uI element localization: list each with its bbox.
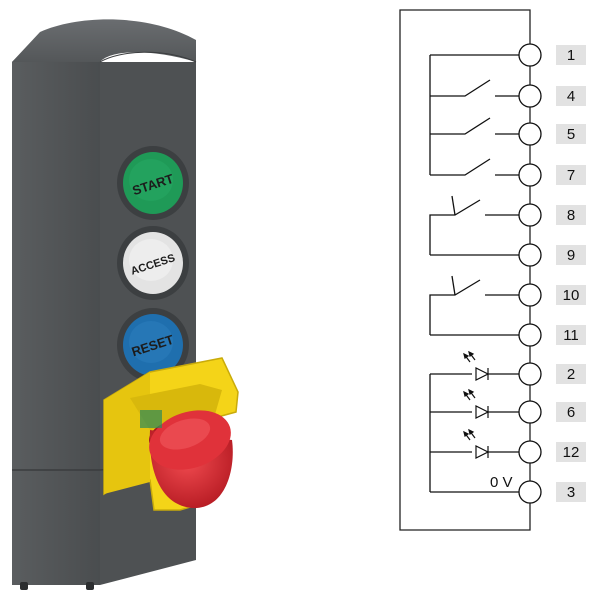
terminal-number: 9 <box>567 247 575 264</box>
led-access-icon <box>463 388 490 419</box>
zero-volt-label: 0 V <box>490 474 513 491</box>
terminal-circle <box>518 163 542 187</box>
terminal-circle <box>518 480 542 504</box>
access-button[interactable]: ACCESS <box>117 226 189 300</box>
terminal-8: 8 <box>518 203 586 227</box>
terminal-label-box <box>556 205 586 225</box>
terminal-4: 4 <box>518 84 586 108</box>
terminal-number: 12 <box>563 444 580 461</box>
foot <box>20 582 28 590</box>
reset-button[interactable]: RESET <box>117 308 189 382</box>
start-button[interactable]: START <box>117 146 189 220</box>
terminal-11: 11 <box>518 323 586 347</box>
terminal-6: 6 <box>518 400 586 424</box>
terminal-3: 3 <box>518 480 586 504</box>
terminal-10: 10 <box>518 283 586 307</box>
wiring-diagram <box>399 9 531 531</box>
housing-front <box>12 62 100 585</box>
terminal-1: 1 <box>518 43 586 67</box>
terminal-number: 2 <box>567 366 575 383</box>
terminal-circle <box>518 84 542 108</box>
foot <box>86 582 94 590</box>
led-start-icon <box>463 350 490 381</box>
terminal-circle <box>518 122 542 146</box>
terminal-label-box <box>556 364 586 384</box>
terminal-9: 9 <box>518 243 586 267</box>
led-reset-icon <box>463 428 490 459</box>
terminal-circle <box>518 203 542 227</box>
terminal-label-box <box>556 245 586 265</box>
terminal-number: 11 <box>563 327 579 344</box>
terminal-number: 5 <box>567 126 575 143</box>
terminal-circle <box>518 43 542 67</box>
terminal-circle <box>518 323 542 347</box>
terminal-number: 8 <box>567 207 575 224</box>
terminal-number: 3 <box>567 484 575 501</box>
terminal-7: 7 <box>518 163 586 187</box>
terminal-circle <box>518 362 542 386</box>
diagram-outline <box>399 9 531 531</box>
terminal-label-box <box>556 45 586 65</box>
terminal-circle <box>518 243 542 267</box>
switch-group-start <box>429 54 530 176</box>
terminal-label-box <box>556 325 586 345</box>
terminal-12: 12 <box>518 440 586 464</box>
terminal-label-box <box>556 124 586 144</box>
control-station: START ACCESS RESET <box>12 19 239 590</box>
terminal-label-box <box>556 285 586 305</box>
switch-reset <box>429 275 530 336</box>
terminal-block: 1 4 5 7 8 9 10 11 2 6 12 3 <box>518 43 586 504</box>
emergency-stop-button[interactable] <box>140 400 239 509</box>
terminal-number: 7 <box>567 167 575 184</box>
terminal-circle <box>518 283 542 307</box>
terminal-label-box <box>556 86 586 106</box>
terminal-number: 4 <box>567 88 575 105</box>
switch-access <box>429 195 530 256</box>
terminal-5: 5 <box>518 122 586 146</box>
terminal-number: 1 <box>567 47 575 64</box>
terminal-number: 10 <box>563 287 580 304</box>
terminal-circle <box>518 400 542 424</box>
terminal-label-box <box>556 442 586 462</box>
terminal-label-box <box>556 402 586 422</box>
led-circuits <box>429 373 530 493</box>
terminal-label-box <box>556 482 586 502</box>
housing-top <box>12 19 196 62</box>
terminal-circle <box>518 440 542 464</box>
terminal-label-box <box>556 165 586 185</box>
terminal-number: 6 <box>567 404 575 421</box>
terminal-2: 2 <box>518 362 586 386</box>
